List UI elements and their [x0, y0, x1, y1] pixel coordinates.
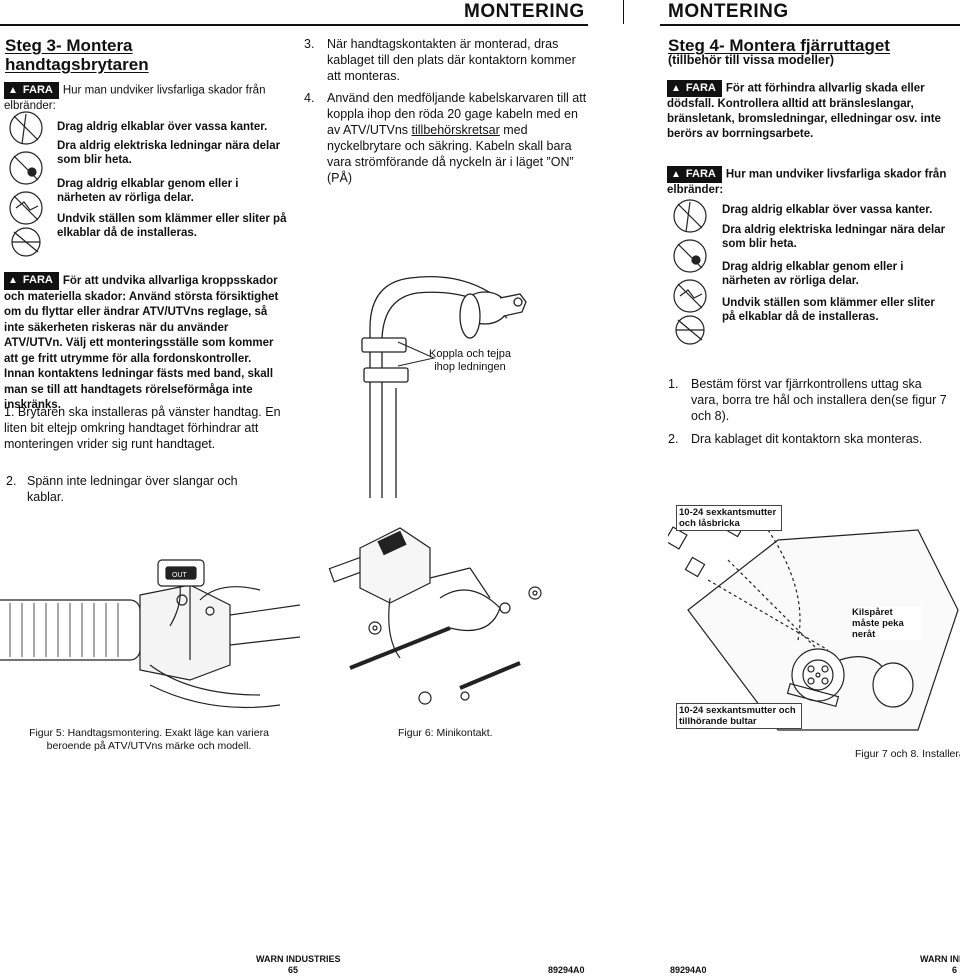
page-divider — [623, 0, 624, 24]
step4-title: Steg 4- Montera fjärruttaget — [668, 36, 890, 55]
footer-doc-right: 89294A0 — [670, 965, 707, 975]
footer-company: WARN INDUSTRIES — [256, 954, 341, 964]
warning-item: Drag aldrig elkablar genom eller i närhe… — [57, 178, 239, 204]
right-step1-text: Bestäm först var fjärrkontrollens uttag … — [691, 377, 947, 423]
warning-item: Undvik ställen som klämmer eller sliter … — [57, 213, 287, 239]
step3-title: Steg 3- Montera handtagsbrytaren — [5, 36, 149, 74]
mid-step3-text: När handtagskontakten är monterad, dras … — [327, 37, 576, 83]
mid-step3-num: 3. — [304, 37, 315, 51]
section-header-right: MONTERING — [668, 1, 789, 22]
step2-num: 2. — [6, 474, 17, 488]
danger-badge: ▲FARA — [667, 80, 722, 97]
warning-item: Dra aldrig elektriska ledningar nära del… — [57, 140, 281, 166]
figure6-caption: Figur 6: Minikontakt. — [398, 727, 493, 739]
callout-label: Koppla och tejpa ihop ledningen — [429, 348, 511, 373]
section-header-left: MONTERING — [464, 1, 585, 22]
figure5-caption: Figur 5: Handtagsmontering. Exakt läge k… — [29, 727, 269, 752]
warning-item: Dra aldrig elektriska ledningar nära del… — [722, 224, 946, 250]
warning-intro: Hur man undviker livsfarliga skador från… — [4, 84, 266, 112]
accessory-circuit-link: tillbehörskretsar — [411, 123, 500, 137]
warning-item: Undvik ställen som klämmer eller sliter … — [722, 297, 935, 323]
step1-text: 1. Brytaren ska installeras på vänster h… — [4, 405, 281, 451]
danger-badge: ▲FARA — [4, 272, 59, 290]
warning-triangle-icon: ▲ — [671, 169, 681, 180]
header-rule-left — [0, 24, 588, 26]
footer-page-left: 65 — [288, 965, 299, 975]
figure78-caption: Figur 7 och 8. Installera — [855, 748, 960, 760]
footer-page-right: 6 — [952, 965, 958, 975]
figure5-illustration: OUT — [0, 559, 300, 709]
danger-badge: ▲FARA — [667, 166, 722, 183]
right-step2-num: 2. — [668, 432, 679, 446]
header-rule-right — [660, 24, 960, 26]
warning-item: Drag aldrig elkablar över vassa kanter. — [722, 204, 933, 216]
warning-triangle-icon: ▲ — [8, 275, 18, 286]
figure78-illustration — [668, 516, 959, 731]
label-nut-2: 10-24 sexkantsmutter och tillhörande bul… — [676, 703, 802, 729]
label-nut-1: 10-24 sexkantsmutter och låsbricka — [676, 505, 782, 531]
warning-triangle-icon: ▲ — [671, 83, 681, 94]
warning-triangle-icon: ▲ — [8, 85, 18, 96]
warning-item: Drag aldrig elkablar över vassa kanter. — [57, 121, 268, 133]
mid-step4-text: Använd den medföljande kabelskarvaren ti… — [327, 91, 587, 185]
wiring-illustration — [361, 275, 527, 498]
footer-doc-left: 89294A0 — [548, 965, 585, 975]
danger-badge: ▲FARA — [4, 82, 59, 99]
step2-text: Spänn inte ledningar över slangar och ka… — [27, 474, 238, 504]
footer-company-right: WARN IND — [920, 954, 960, 964]
warning-item: Drag aldrig elkablar genom eller i närhe… — [722, 261, 904, 287]
mid-step4-num: 4. — [304, 91, 315, 105]
fire-hazard-icons-right — [673, 199, 707, 345]
switch-label: OUT — [172, 572, 188, 579]
callout-arrow — [397, 341, 436, 367]
fire-hazard-icons — [9, 111, 43, 257]
figure6-illustration — [328, 527, 542, 705]
right-step2-text: Dra kablaget dit kontaktorn ska monteras… — [691, 432, 923, 446]
right-step1-num: 1. — [668, 377, 679, 391]
step4-subtitle: (tillbehör till vissa modeller) — [668, 53, 835, 67]
warning-text-2b: Innan kontaktens ledningar fästs med ban… — [4, 368, 274, 411]
label-slot: Kilspåret måste peka neråt — [852, 607, 922, 640]
